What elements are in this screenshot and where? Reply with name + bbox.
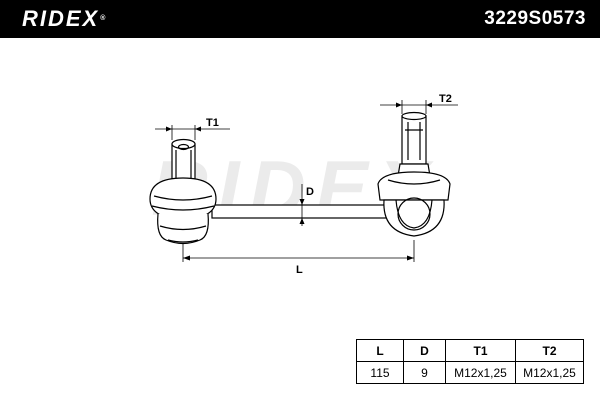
spec-table-value-row: 115 9 M12x1,25 M12x1,25 bbox=[356, 361, 584, 384]
left-ball-joint bbox=[149, 138, 217, 245]
spec-value-d: 9 bbox=[403, 361, 446, 384]
spec-table-header-row: L D T1 T2 bbox=[356, 339, 584, 362]
spec-header-l: L bbox=[356, 339, 404, 362]
spec-value-l: 115 bbox=[356, 361, 404, 384]
spec-value-t1: M12x1,25 bbox=[445, 361, 516, 384]
spec-header-t1: T1 bbox=[445, 339, 516, 362]
header-bar: RIDEX® 3229S0573 bbox=[0, 0, 600, 38]
right-ball-joint bbox=[377, 111, 451, 237]
dimension-label-d: D bbox=[306, 186, 314, 198]
link-rod bbox=[211, 204, 391, 219]
dimension-lines bbox=[155, 100, 458, 262]
dimension-label-l: L bbox=[296, 264, 303, 276]
dimension-label-t1: T1 bbox=[206, 117, 219, 129]
spec-table: L D T1 T2 115 9 M12x1,25 M12x1,25 bbox=[356, 339, 584, 384]
spec-header-d: D bbox=[403, 339, 446, 362]
spec-value-t2: M12x1,25 bbox=[515, 361, 584, 384]
part-number: 3229S0573 bbox=[484, 8, 586, 29]
brand-logo: RIDEX® bbox=[22, 6, 108, 31]
spec-header-t2: T2 bbox=[515, 339, 584, 362]
dimension-label-t2: T2 bbox=[439, 93, 452, 105]
